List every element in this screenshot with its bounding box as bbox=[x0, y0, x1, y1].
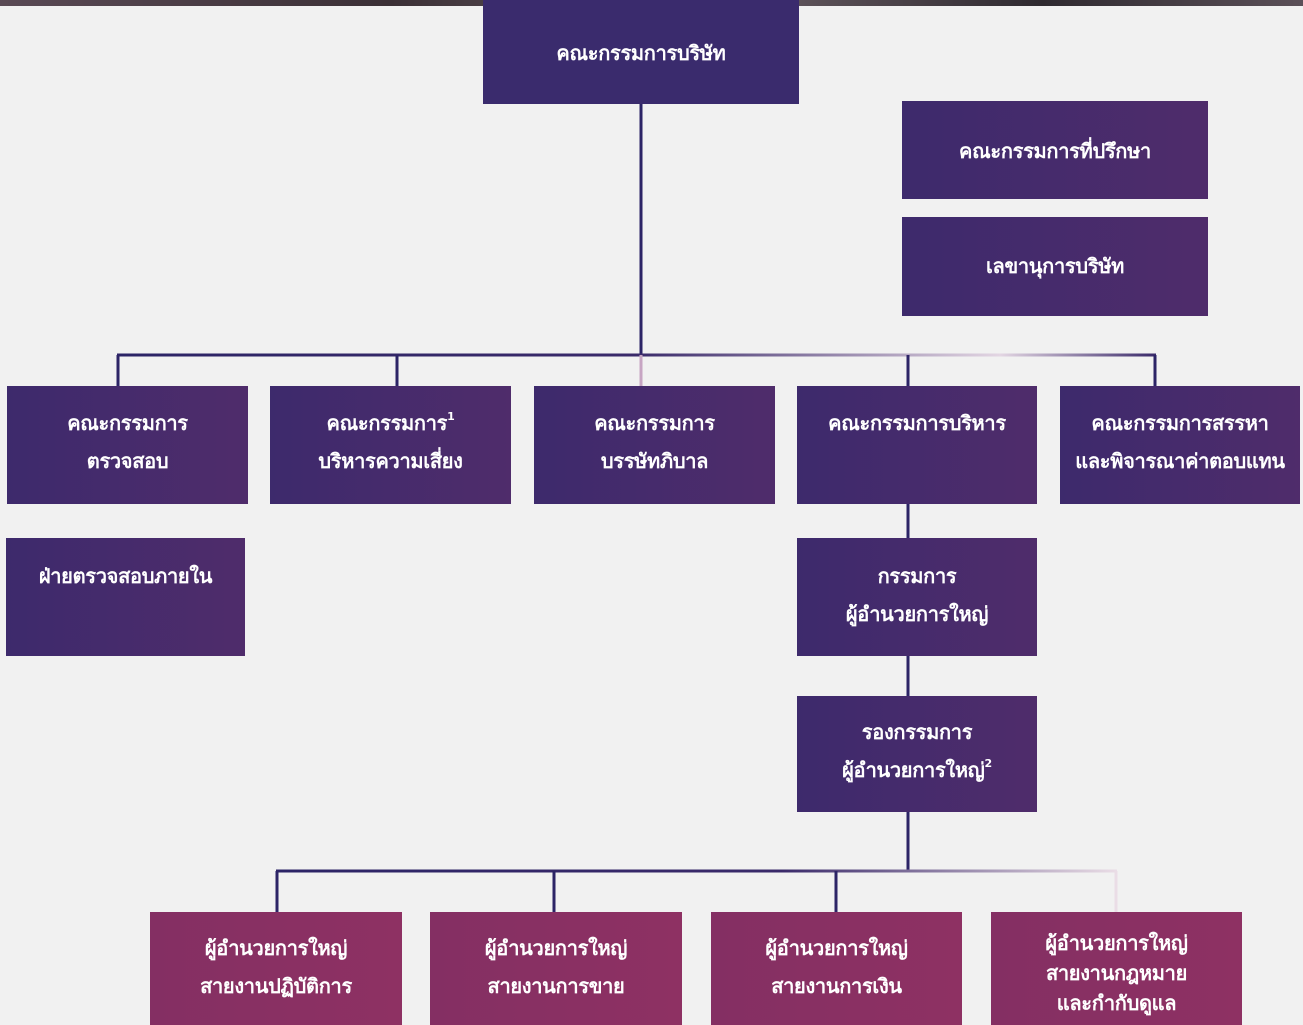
committee-risk-box: คณะกรรมการ1 บริหารความเสี่ยง bbox=[270, 386, 511, 504]
committee-line1: คณะกรรมการสรรหา bbox=[1091, 411, 1269, 435]
secretary-label: เลขานุการบริษัท bbox=[986, 254, 1124, 278]
committee-line1: คณะกรรมการ1 bbox=[326, 410, 455, 435]
committee-executive-box: คณะกรรมการบริหาร bbox=[797, 386, 1037, 504]
division-line1: ผู้อำนวยการใหญ่ bbox=[765, 936, 908, 960]
division-line2: สายงานการเงิน bbox=[771, 974, 902, 998]
deputy-ceo-line2: ผู้อำนวยการใหญ่2 bbox=[842, 757, 993, 782]
committee-line2: และพิจารณาค่าตอบแทน bbox=[1075, 449, 1285, 473]
committee-line1: คณะกรรมการ bbox=[67, 411, 188, 435]
ceo-line1: กรรมการ bbox=[877, 564, 957, 588]
committee-audit-box: คณะกรรมการ ตรวจสอบ bbox=[7, 386, 248, 504]
committee-nomination-box: คณะกรรมการสรรหา และพิจารณาค่าตอบแทน bbox=[1060, 386, 1300, 504]
committee-line2: ตรวจสอบ bbox=[86, 449, 169, 473]
board-label: คณะกรรมการบริษัท bbox=[556, 41, 726, 65]
division-line1: ผู้อำนวยการใหญ่ bbox=[204, 936, 348, 960]
division-line1: ผู้อำนวยการใหญ่ bbox=[484, 936, 628, 960]
committee-line1: คณะกรรมการ bbox=[594, 411, 715, 435]
deputy-ceo-box: รองกรรมการ ผู้อำนวยการใหญ่2 bbox=[797, 696, 1037, 812]
footnote-1: 1 bbox=[447, 410, 455, 424]
advisors-box: คณะกรรมการที่ปรึกษา bbox=[902, 101, 1208, 199]
division-line2: สายงานกฎหมาย bbox=[1045, 961, 1188, 985]
secretary-box: เลขานุการบริษัท bbox=[902, 217, 1208, 316]
committee-governance-box: คณะกรรมการ บรรษัทภิบาล bbox=[534, 386, 775, 504]
ceo-line2: ผู้อำนวยการใหญ่ bbox=[845, 602, 989, 626]
committee-line1: คณะกรรมการบริหาร bbox=[828, 411, 1006, 435]
division-line3: และกำกับดูแล bbox=[1056, 991, 1177, 1015]
division-line1: ผู้อำนวยการใหญ่ bbox=[1045, 931, 1188, 955]
internal-audit-box: ฝ่ายตรวจสอบภายใน bbox=[6, 538, 245, 656]
advisors-label: คณะกรรมการที่ปรึกษา bbox=[959, 139, 1151, 163]
division-line2: สายงานปฏิบัติการ bbox=[200, 974, 352, 998]
division-legal-box: ผู้อำนวยการใหญ่ สายงานกฎหมาย และกำกับดูแ… bbox=[991, 912, 1242, 1025]
committee-line2: บรรษัทภิบาล bbox=[600, 449, 709, 473]
deputy-ceo-line1: รองกรรมการ bbox=[861, 720, 973, 744]
board-box: คณะกรรมการบริษัท bbox=[483, 0, 799, 104]
division-line2: สายงานการขาย bbox=[487, 974, 625, 998]
ceo-box: กรรมการ ผู้อำนวยการใหญ่ bbox=[797, 538, 1037, 656]
division-operations-box: ผู้อำนวยการใหญ่ สายงานปฏิบัติการ bbox=[150, 912, 402, 1025]
committee-line2: บริหารความเสี่ยง bbox=[318, 449, 463, 473]
division-sales-box: ผู้อำนวยการใหญ่ สายงานการขาย bbox=[430, 912, 682, 1025]
division-finance-box: ผู้อำนวยการใหญ่ สายงานการเงิน bbox=[711, 912, 962, 1025]
footnote-2: 2 bbox=[984, 757, 993, 771]
internal-audit-label: ฝ่ายตรวจสอบภายใน bbox=[38, 564, 213, 588]
